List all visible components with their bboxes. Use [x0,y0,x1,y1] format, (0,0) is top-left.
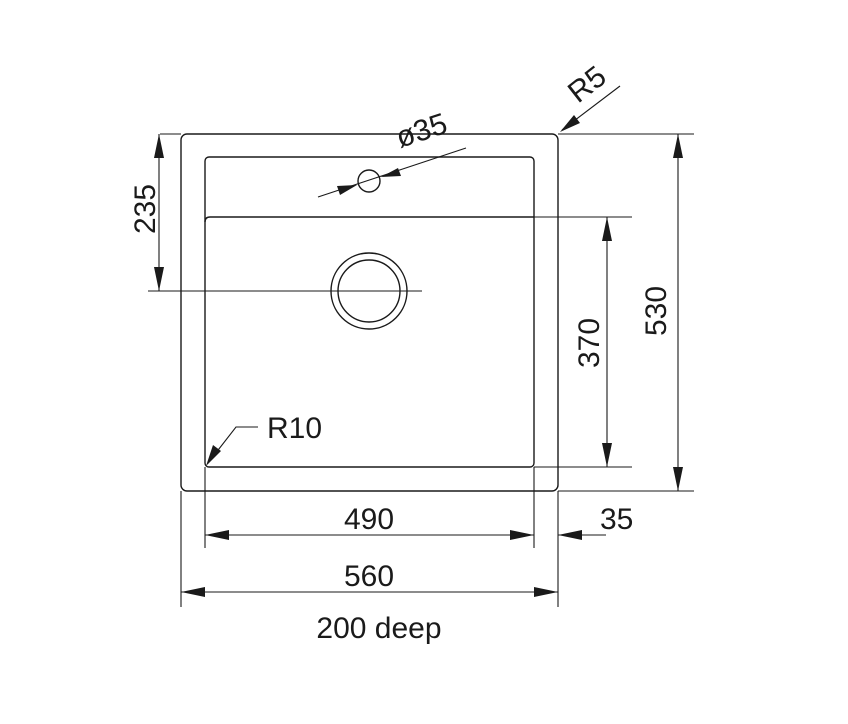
bowl-height-label: 370 [573,318,606,368]
sink-outer-outline [180,133,559,492]
tap-hole-offset-label: 235 [129,184,162,234]
rim-width-label: 35 [600,503,633,536]
outer-height-arrow-top [673,134,683,158]
bowl-width-arrow-left [205,530,229,540]
bowl-width-arrow-right [510,530,534,540]
inner-radius-leader [207,426,258,464]
depth-label: 200 deep [316,612,441,645]
sink-inner-rim-outline [204,156,535,468]
outer-height-label: 530 [640,286,673,336]
bowl-height-arrow-top [602,217,612,241]
outer-width-arrow-left [181,587,205,597]
tap-hole-offset-arrow-top [154,134,164,158]
outer-radius-label: R5 [562,60,613,110]
outer-width-label: 560 [344,560,394,593]
bowl-top-edge [204,216,534,223]
outer-height-arrow-bottom [673,467,683,491]
outer-radius-arrow [560,115,580,132]
tap-hole-arrow-left [337,185,357,195]
inner-radius-label: R10 [267,412,322,445]
bowl-width-label: 490 [344,503,394,536]
tap-hole-arrow-right [381,168,401,177]
tap-hole-offset-arrow-bottom [154,267,164,291]
tap-hole [357,169,381,193]
outer-width-arrow-right [534,587,558,597]
bowl-height-arrow-bottom [602,443,612,467]
rim-width-arrow [558,530,582,540]
inner-radius-arrow [206,445,221,466]
tap-hole-diameter-label: ø35 [392,107,451,154]
